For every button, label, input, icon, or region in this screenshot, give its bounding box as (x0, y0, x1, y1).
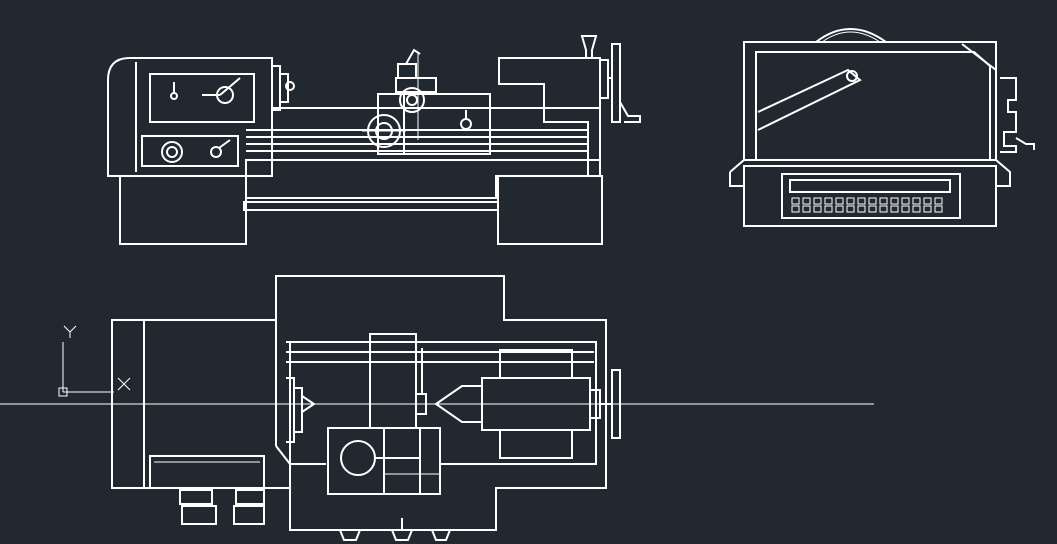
side-housing-inner (755, 51, 991, 161)
keypad-key (901, 205, 910, 213)
bed-body (245, 159, 601, 199)
side-handwheel-stack (1000, 77, 1017, 153)
plan-cross-slide (369, 333, 417, 429)
speed-knob-left (170, 92, 178, 100)
keypad-key (813, 197, 822, 205)
headstock-outline (107, 57, 273, 177)
keypad-key (791, 205, 800, 213)
keypad-key (824, 205, 833, 213)
plan-tailstock-top (499, 349, 573, 379)
keypad-key (802, 197, 811, 205)
bed-rail-bottom (243, 201, 499, 211)
plan-foot-left-pad (181, 505, 217, 525)
plan-chuck-jaws (294, 387, 303, 433)
plan-chuck (286, 377, 295, 443)
plan-tailstock-bottom (499, 429, 573, 459)
toolpost-base (395, 77, 437, 93)
keypad-key (846, 205, 855, 213)
leg-left (119, 175, 247, 245)
keypad-key (890, 197, 899, 205)
speed-panel (149, 73, 255, 123)
keypad-key (923, 197, 932, 205)
side-cabinet (743, 165, 997, 227)
plan-bottom-handle-3 (431, 529, 451, 541)
chuck-front (280, 73, 289, 103)
ucs-icon: Y X (58, 325, 131, 397)
keypad-key (934, 205, 943, 213)
lathe-front-elevation (107, 35, 641, 245)
plan-drawer (149, 455, 265, 489)
keypad-key (846, 197, 855, 205)
side-chuck-arc-inner (821, 31, 881, 43)
keypad-key (934, 197, 943, 205)
ucs-origin-box (58, 387, 68, 397)
leg-right (497, 175, 603, 245)
keypad-key (879, 197, 888, 205)
keypad-key (824, 197, 833, 205)
feed-dial-inner (166, 146, 178, 158)
keypad-key (813, 205, 822, 213)
feed-panel (141, 135, 239, 167)
plan-foot-right-pad (233, 505, 265, 525)
side-arm-pivot (846, 70, 858, 82)
keypad-key (791, 197, 800, 205)
keypad-key (835, 205, 844, 213)
keypad-key (868, 197, 877, 205)
keypad-key (868, 205, 877, 213)
keypad-key (890, 205, 899, 213)
side-crank (1015, 137, 1035, 150)
toolpost-wheel (399, 87, 425, 113)
plan-bottom-handle-1 (339, 529, 361, 541)
ucs-x-glyph (117, 377, 131, 391)
apron-knob (460, 118, 472, 130)
speed-lever-right (202, 77, 241, 96)
tailstock-handwheel (611, 43, 621, 123)
side-display-bar (789, 179, 951, 193)
toolpost-lever (405, 48, 421, 65)
side-base-top (729, 159, 1011, 187)
side-chuck-arc (815, 28, 887, 43)
handwheel-crank (619, 101, 641, 123)
plan-bottom-handle-2 (391, 529, 413, 541)
tailstock-quill-housing (599, 59, 609, 99)
speed-knob-right (216, 86, 234, 104)
side-arm (757, 68, 862, 131)
keypad-key (802, 205, 811, 213)
plan-foot-right (235, 489, 265, 505)
toolpost-block (397, 63, 417, 79)
tailstock-lock-handle (580, 35, 598, 59)
keypad-key (879, 205, 888, 213)
side-keypad (791, 197, 943, 213)
plan-handwheel (340, 440, 376, 476)
tailstock-body (498, 57, 601, 177)
toolpost-wheel-hub (406, 94, 418, 106)
plan-handwheel-rim (611, 369, 621, 439)
keypad-key (912, 205, 921, 213)
keypad-key (857, 197, 866, 205)
ucs-y-glyph (63, 325, 77, 338)
side-display-outer (781, 173, 961, 219)
keypad-key (857, 205, 866, 213)
keypad-key (923, 205, 932, 213)
center-point (285, 81, 295, 91)
side-guard-slant (961, 43, 997, 71)
feed-dial-outer (161, 141, 183, 163)
feed-knob-lever (218, 139, 231, 149)
plan-foot-left (179, 489, 213, 505)
plan-step (275, 445, 291, 488)
spindle-nose (272, 65, 281, 111)
plan-bed-outline (111, 275, 607, 531)
lathe-top-plan (111, 275, 621, 541)
keypad-key (912, 197, 921, 205)
keypad-key (901, 197, 910, 205)
feed-knob (210, 146, 222, 158)
lathe-side-elevation (729, 28, 1035, 227)
saddle (377, 93, 491, 155)
side-base-left (729, 172, 744, 187)
plan-bed-frame (286, 341, 597, 465)
keypad-key (835, 197, 844, 205)
